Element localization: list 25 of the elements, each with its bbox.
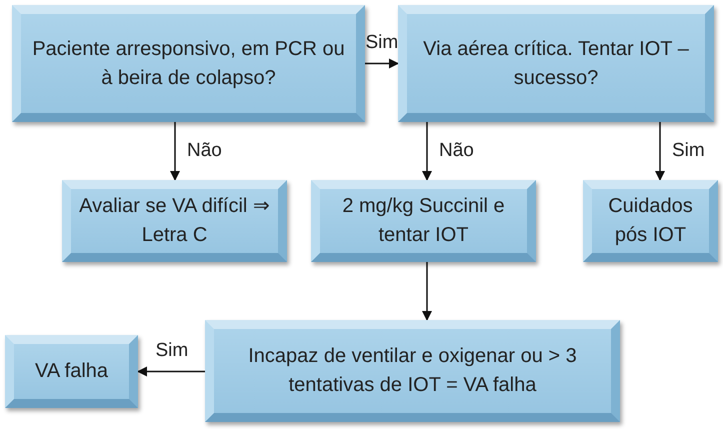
box-text: Avaliar se VA difícil ⇒ Letra C bbox=[78, 194, 271, 248]
arrow bbox=[170, 122, 180, 181]
arrow bbox=[422, 262, 432, 321]
process-box bbox=[5, 335, 138, 408]
arrow bbox=[365, 58, 399, 68]
box-text: Paciente arresponsivo, em PCR ou à beira de colapso? bbox=[31, 36, 346, 90]
process-box bbox=[205, 320, 620, 422]
arrow bbox=[655, 122, 665, 181]
process-box bbox=[583, 180, 718, 262]
box-text: 2 mg/kg Succinil e tentar IOT bbox=[341, 194, 506, 248]
process-box bbox=[62, 180, 287, 262]
process-box bbox=[12, 5, 365, 122]
box-text: Via aérea crítica. Tentar IOT – sucesso? bbox=[422, 36, 690, 90]
edge-label: Não bbox=[439, 141, 474, 160]
arrow bbox=[137, 366, 205, 376]
process-box bbox=[311, 180, 536, 262]
process-box bbox=[398, 5, 714, 122]
box-text: Cuidados pós IOT bbox=[607, 194, 694, 248]
edge-label: Não bbox=[187, 141, 222, 160]
box-text: VA falha bbox=[34, 359, 108, 384]
edge-label: Sim bbox=[672, 141, 705, 160]
edge-label: Sim bbox=[366, 32, 398, 52]
arrow bbox=[422, 122, 432, 181]
box-text: Incapaz de ventilar e oxigenar ou > 3 tentativas de IOT = VA falha bbox=[247, 344, 578, 398]
edge-label: Sim bbox=[156, 340, 188, 360]
